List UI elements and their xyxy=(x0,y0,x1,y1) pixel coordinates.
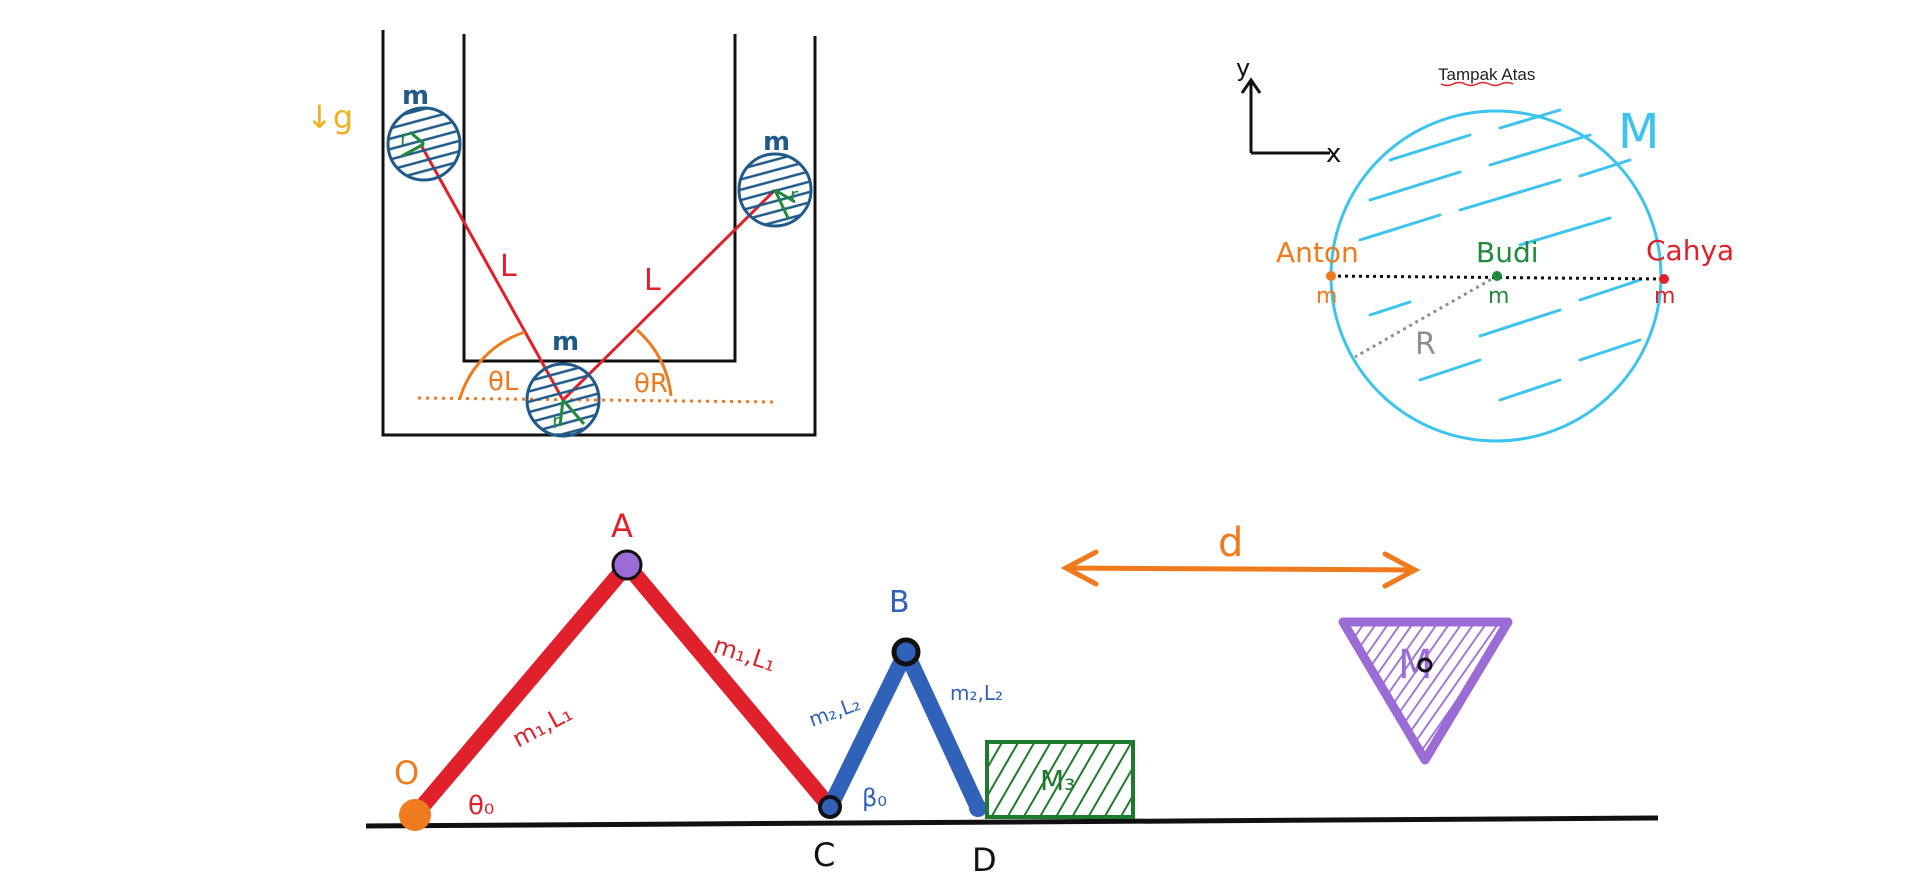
point-label-B: B xyxy=(889,585,910,620)
point-label-C: C xyxy=(813,836,835,874)
person-name-cahya: Cahya xyxy=(1646,234,1734,267)
joint-A xyxy=(611,549,643,581)
inner-container-wall xyxy=(462,34,737,363)
rod-label-CB: m₂,L₂ xyxy=(806,691,864,732)
outer-container-wall xyxy=(381,30,817,437)
angle-label-right: θR xyxy=(634,369,668,399)
disk-panel: Tampak Atas y x xyxy=(1236,54,1734,443)
person-mass-cahya: m xyxy=(1654,284,1675,309)
angle-label-theta: θ₀ xyxy=(468,791,494,821)
block-M3-label: M₃ xyxy=(1040,764,1075,797)
rod-right xyxy=(561,188,777,402)
coordinate-axes: y x xyxy=(1236,54,1341,169)
triangle-center-of-mass xyxy=(1417,657,1433,673)
rod-label-BD: m₂,L₂ xyxy=(950,681,1003,705)
person-name-anton: Anton xyxy=(1276,236,1359,269)
joint-D xyxy=(969,799,987,817)
distance-label: d xyxy=(1218,520,1243,566)
rod-length-label-right: L xyxy=(644,263,661,298)
radius-label: R xyxy=(1415,327,1436,362)
rod-CB xyxy=(822,644,914,815)
angle-arc-left xyxy=(458,330,526,399)
joint-B xyxy=(891,637,921,667)
radius-mark-bottom xyxy=(558,399,586,427)
axis-x-label: x xyxy=(1326,139,1341,169)
person-mass-anton: m xyxy=(1316,284,1337,309)
joint-C xyxy=(818,795,842,819)
angle-arc-right xyxy=(636,328,673,397)
disk-hatching xyxy=(1358,108,1642,402)
gravity-label: ↓g xyxy=(306,98,353,136)
radius-label-left: r xyxy=(400,126,409,150)
rod-OA xyxy=(407,557,635,823)
person-dot-budi xyxy=(1492,271,1502,281)
distance-arrow xyxy=(1060,549,1421,589)
axis-y-label: y xyxy=(1236,54,1250,82)
radius-mark-left xyxy=(401,130,425,158)
pivot-O xyxy=(399,799,431,831)
point-label-A: A xyxy=(611,507,633,545)
triangle-mass-M xyxy=(1338,617,1513,765)
angle-label-beta: β₀ xyxy=(862,784,887,812)
person-name-budi: Budi xyxy=(1476,236,1539,269)
title-underline xyxy=(1440,81,1514,87)
person-dot-anton xyxy=(1326,271,1336,281)
block-M3 xyxy=(985,740,1135,819)
radius-label-right: r xyxy=(790,183,799,207)
disk-mass-label: M xyxy=(1618,104,1659,160)
disk-view-title: Tampak Atas xyxy=(1438,65,1535,84)
triangle-mass-label: M xyxy=(1398,642,1433,688)
mass-label-right: m xyxy=(763,127,790,157)
mass-label-left: m xyxy=(402,81,429,111)
person-dot-cahya xyxy=(1659,274,1669,284)
ground-line xyxy=(365,815,1659,829)
point-label-O: O xyxy=(394,754,419,792)
rod-label-OA: m₁,L₁ xyxy=(508,699,577,754)
rod-left xyxy=(419,144,565,401)
person-mass-budi: m xyxy=(1488,284,1509,309)
rod-AC xyxy=(619,557,838,815)
radius-label-bottom: r xyxy=(552,409,561,433)
rod-BD xyxy=(898,644,986,816)
u-container-panel: ↓g r m r m r m L L θL θR xyxy=(306,30,817,438)
rod-length-label-left: L xyxy=(500,249,517,284)
radius-mark-right xyxy=(773,188,796,219)
mass-label-bottom: m xyxy=(552,327,579,357)
point-label-D: D xyxy=(972,841,997,877)
linkage-panel: O A B C D m₁,L₁ m₁,L₁ m₂,L₂ m₂,L₂ θ₀ β₀ … xyxy=(365,507,1659,877)
angle-label-left: θL xyxy=(488,367,519,397)
